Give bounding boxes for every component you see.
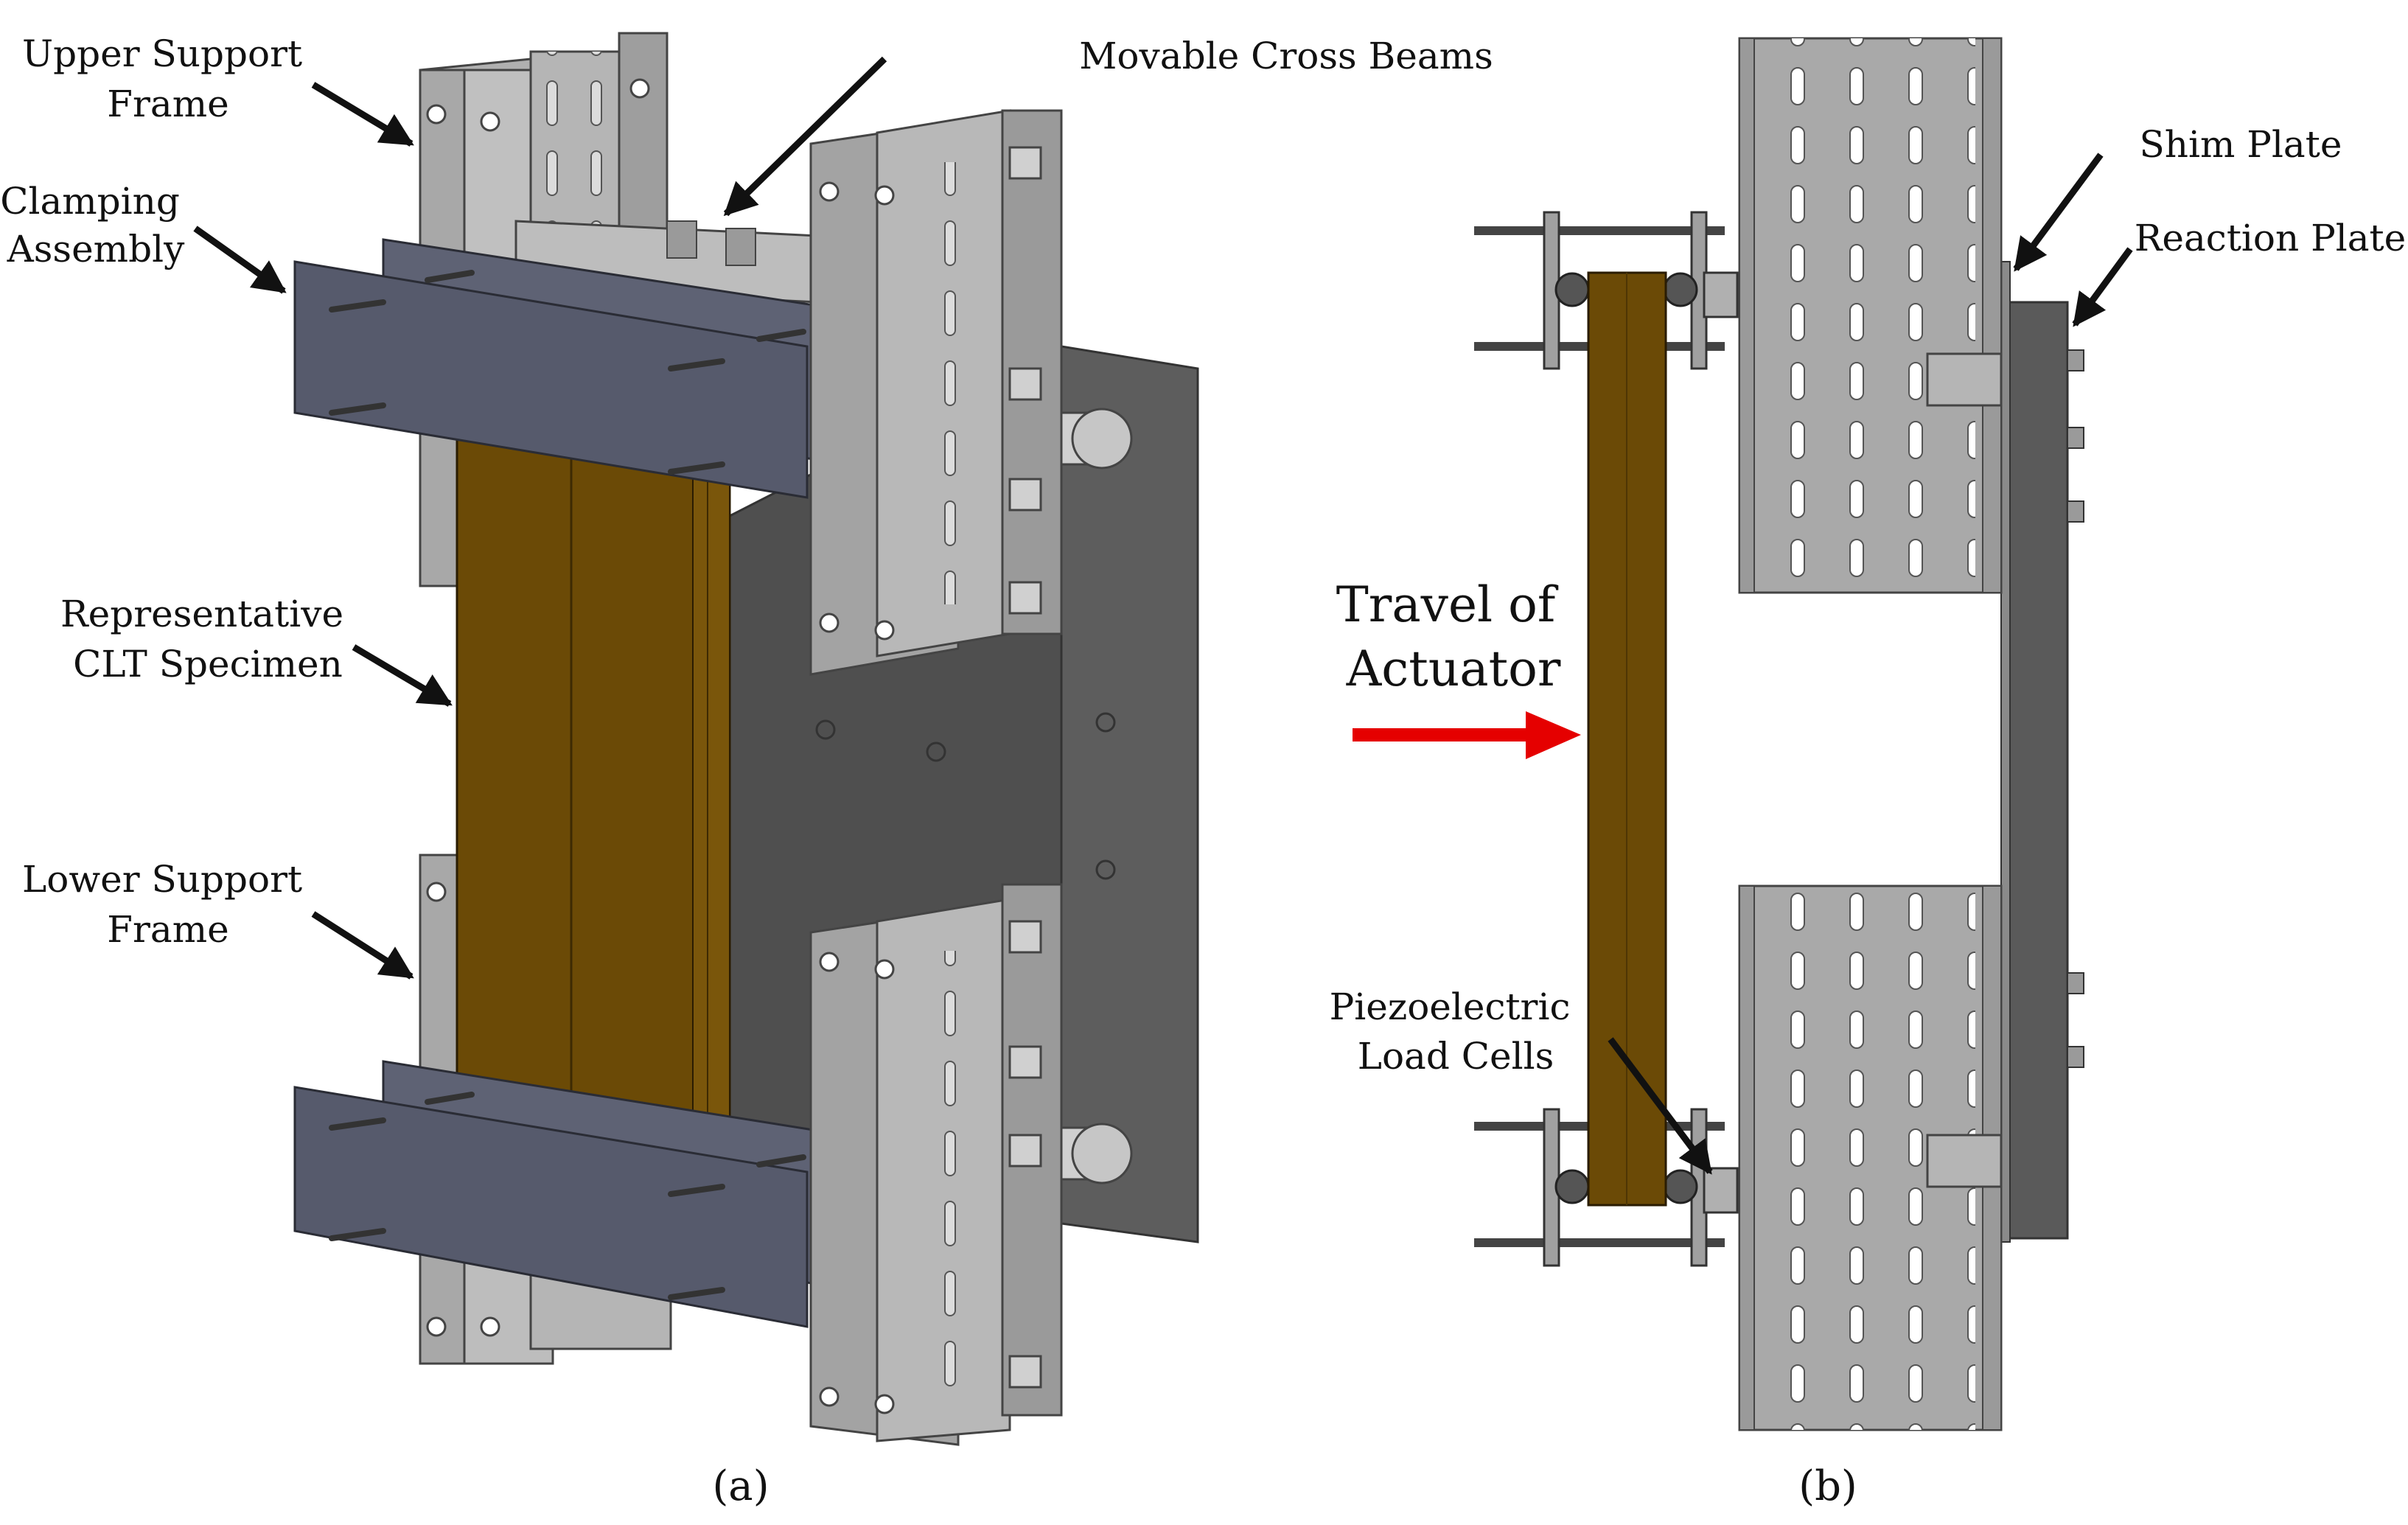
lower-frame-b	[1738, 884, 2003, 1431]
panel-a: Upper Support Frame Clamping Assembly Re…	[0, 32, 1493, 1510]
label-representative-clt-specimen: Representative CLT Specimen	[60, 593, 355, 685]
label-movable-cross-beams: Movable Cross Beams	[1079, 35, 1493, 77]
clamping-assembly-upper-a	[293, 238, 893, 499]
arrow-clamping-assembly	[193, 226, 287, 294]
right-upper-column-a	[809, 109, 1133, 676]
label-travel-of-actuator: Travel of Actuator	[1336, 576, 1571, 697]
label-piezoelectric-load-cells: Piezoelectric Load Cells	[1330, 985, 1582, 1078]
clt-specimen-a	[456, 433, 731, 1166]
arrow-upper-support-frame	[311, 82, 414, 147]
upper-frame-b	[1738, 37, 2003, 594]
label-lower-support-frame: Lower Support Frame	[22, 858, 314, 951]
clt-specimen-b	[1587, 271, 1667, 1207]
arrow-lower-support-frame	[311, 911, 414, 980]
label-shim-plate: Shim Plate	[2140, 123, 2342, 166]
arrow-reaction-plate	[2072, 247, 2133, 327]
caption-a: (a)	[712, 1462, 769, 1510]
panel-b: Travel of Actuator Shim Plate Reaction P…	[1330, 37, 2406, 1510]
caption-b: (b)	[1798, 1462, 1857, 1510]
arrow-representative-clt-specimen	[352, 644, 453, 707]
clamping-assembly-lower-a	[293, 1060, 893, 1328]
arrow-shim-plate	[2013, 153, 2104, 272]
label-upper-support-frame: Upper Support Frame	[22, 32, 314, 125]
label-reaction-plate: Reaction Plate	[2135, 217, 2406, 259]
right-lower-column-a	[809, 883, 1133, 1446]
label-clamping-assembly: Clamping Assembly	[0, 180, 192, 271]
cylinder-upper-a	[1060, 408, 1133, 470]
cylinder-lower-a	[1060, 1123, 1133, 1184]
reaction-plate-b	[2007, 301, 2069, 1240]
arrow-movable-cross-beams	[723, 56, 887, 217]
actuator-arrow-head	[1526, 711, 1581, 759]
shim-plate-b	[2000, 261, 2011, 1243]
arrow-piezoelectric-load-cells	[1608, 1037, 1713, 1175]
